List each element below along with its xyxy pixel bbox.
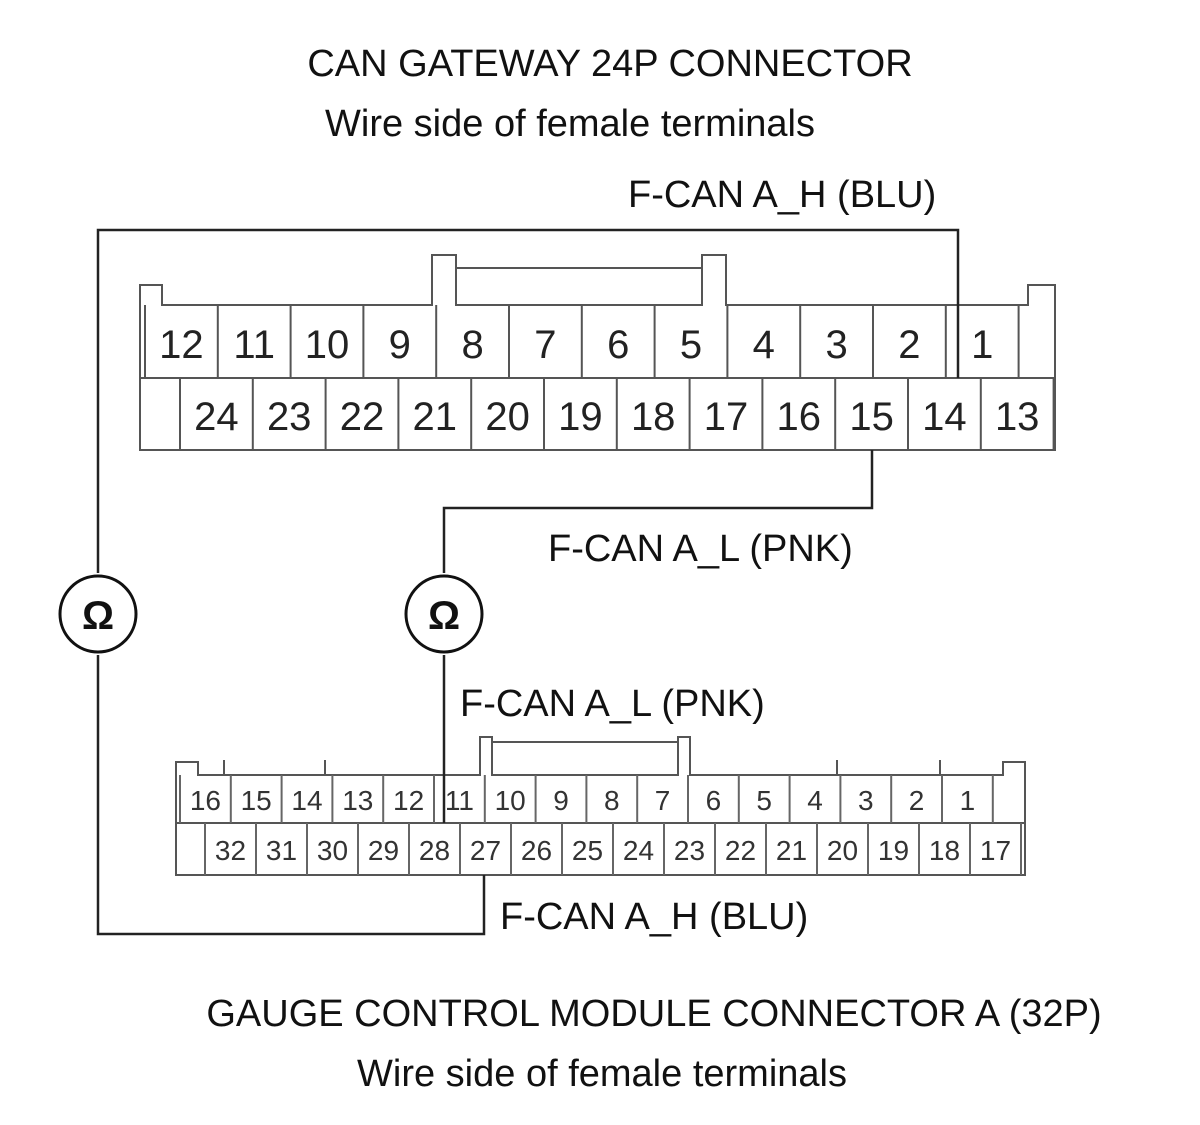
pin-4: 4 [753, 323, 775, 367]
pin-24: 24 [623, 835, 654, 866]
gauge-connector [175, 736, 1026, 876]
pin-15: 15 [849, 395, 894, 439]
gauge-bottom-row-dividers [204, 823, 1022, 875]
wire-f-can-low-gateway [442, 450, 874, 573]
pin-22: 22 [725, 835, 756, 866]
pin-14: 14 [291, 785, 322, 816]
pin-10: 10 [305, 323, 350, 367]
pin-11: 11 [233, 323, 275, 367]
pin-26: 26 [521, 835, 552, 866]
pin-23: 23 [267, 395, 312, 439]
label-gateway-f-can-low: F-CAN A_L (PNK) [548, 528, 853, 570]
wire-f-can-high-gauge [96, 655, 486, 936]
gateway-connector-subtitle: Wire side of female terminals [325, 103, 815, 145]
pin-2: 2 [898, 323, 920, 367]
pin-20: 20 [485, 395, 530, 439]
label-gauge-f-can-high: F-CAN A_H (BLU) [500, 896, 808, 938]
gateway-top-row-pins: 12 11 10 9 8 7 6 5 4 3 2 1 [159, 323, 993, 367]
pin-3: 3 [858, 785, 874, 816]
pin-17: 17 [980, 835, 1011, 866]
pin-8: 8 [461, 323, 483, 367]
pin-12: 12 [159, 323, 204, 367]
pin-17: 17 [704, 395, 749, 439]
pin-16: 16 [777, 395, 822, 439]
pin-15: 15 [241, 785, 272, 816]
pin-16: 16 [190, 785, 221, 816]
pin-32: 32 [215, 835, 246, 866]
gauge-connector-title: GAUGE CONTROL MODULE CONNECTOR A (32P) [206, 993, 1101, 1035]
pin-29: 29 [368, 835, 399, 866]
gateway-top-row-dividers [144, 305, 1020, 378]
gauge-connector-subtitle: Wire side of female terminals [357, 1053, 847, 1095]
pin-5: 5 [680, 323, 702, 367]
gauge-bottom-row-pins: 32 31 30 29 28 27 26 25 24 23 22 21 20 19 18 17 [215, 835, 1011, 866]
gateway-bottom-row-dividers [179, 378, 1055, 450]
ohmmeter-left: Ω [58, 574, 138, 654]
pin-10: 10 [495, 785, 526, 816]
pin-21: 21 [413, 395, 458, 439]
pin-2: 2 [909, 785, 925, 816]
wire-f-can-high-gateway [96, 228, 960, 573]
pin-13: 13 [342, 785, 373, 816]
pin-18: 18 [631, 395, 676, 439]
pin-27: 27 [470, 835, 501, 866]
label-gateway-f-can-high: F-CAN A_H (BLU) [628, 174, 936, 216]
pin-14: 14 [922, 395, 967, 439]
pin-1: 1 [971, 323, 993, 367]
wires [96, 228, 960, 936]
pin-5: 5 [756, 785, 772, 816]
pin-7: 7 [534, 323, 556, 367]
pin-6: 6 [706, 785, 722, 816]
gateway-bottom-row-pins: 24 23 22 21 20 19 18 17 16 15 14 13 [194, 395, 1039, 439]
gateway-connector-title: CAN GATEWAY 24P CONNECTOR [307, 43, 912, 85]
pin-24: 24 [194, 395, 239, 439]
pin-11: 11 [445, 785, 474, 816]
pin-9: 9 [389, 323, 411, 367]
pin-18: 18 [929, 835, 960, 866]
pin-1: 1 [960, 785, 976, 816]
gauge-top-row-dividers [179, 775, 994, 823]
pin-6: 6 [607, 323, 629, 367]
pin-4: 4 [807, 785, 823, 816]
pin-19: 19 [558, 395, 603, 439]
pin-22: 22 [340, 395, 385, 439]
ohm-icon: Ω [428, 594, 460, 638]
pin-31: 31 [266, 835, 297, 866]
pin-21: 21 [776, 835, 807, 866]
pin-7: 7 [655, 785, 671, 816]
pin-20: 20 [827, 835, 858, 866]
pin-25: 25 [572, 835, 603, 866]
pin-8: 8 [604, 785, 620, 816]
pin-28: 28 [419, 835, 450, 866]
ohmmeter-right: Ω [404, 574, 484, 654]
pin-23: 23 [674, 835, 705, 866]
pin-3: 3 [825, 323, 847, 367]
gauge-top-row-pins: 16 15 14 13 12 11 10 9 8 7 6 5 4 3 2 1 [190, 785, 975, 816]
pin-19: 19 [878, 835, 909, 866]
pin-13: 13 [995, 395, 1040, 439]
pin-30: 30 [317, 835, 348, 866]
gateway-connector [139, 254, 1056, 451]
label-gauge-f-can-low: F-CAN A_L (PNK) [460, 683, 765, 725]
pin-9: 9 [553, 785, 569, 816]
pin-12: 12 [393, 785, 424, 816]
ohm-icon: Ω [82, 594, 114, 638]
